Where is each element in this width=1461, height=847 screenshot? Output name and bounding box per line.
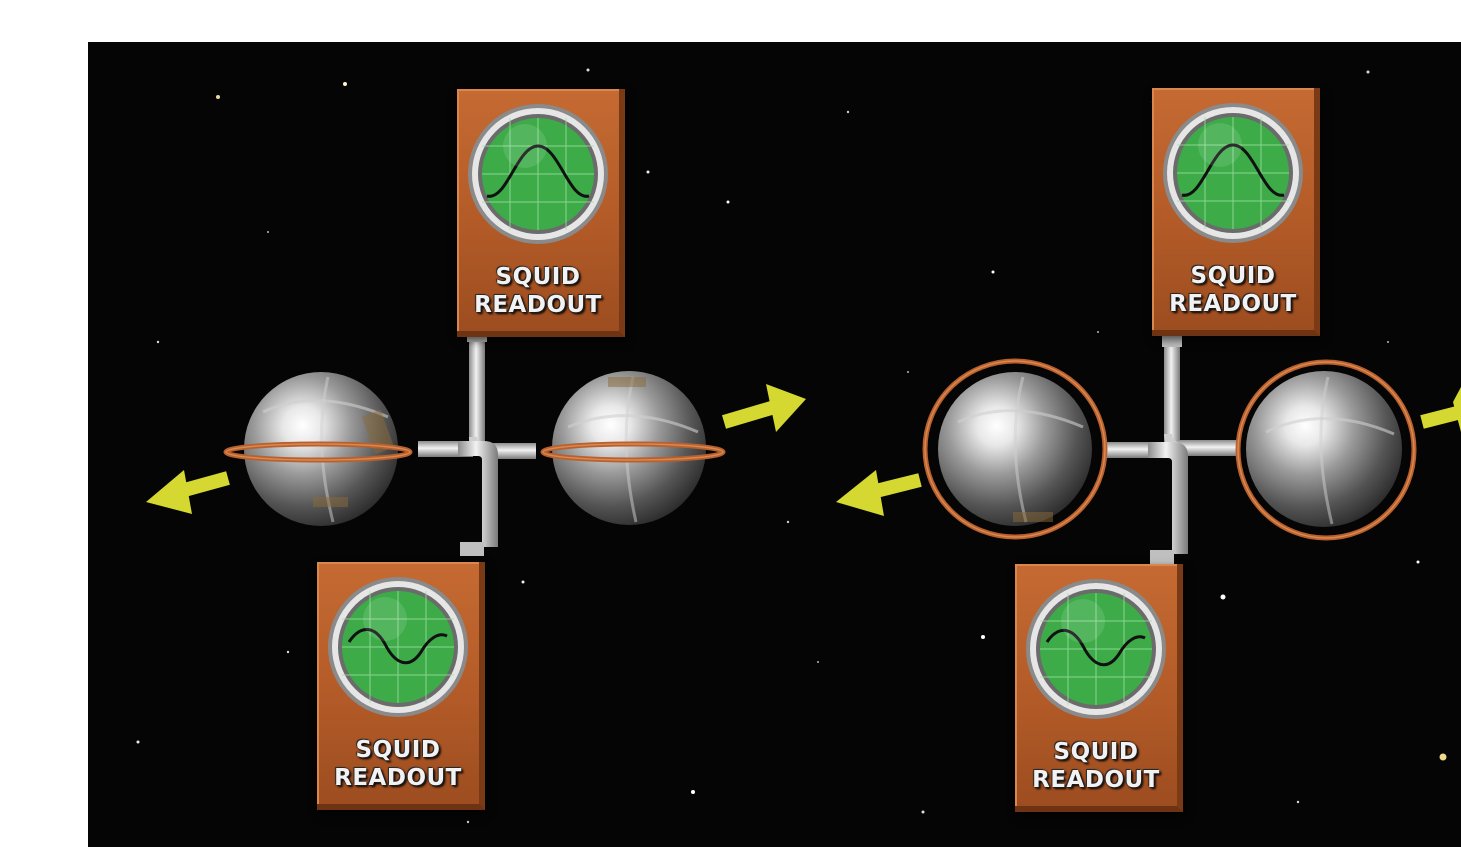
- readout-label: READOUT: [1032, 767, 1160, 793]
- gyroscope-sphere-icon: [1235, 359, 1417, 541]
- direction-arrow-icon: [1420, 387, 1461, 432]
- gyroscope-sphere-icon: [540, 371, 726, 525]
- readout-label: SQUID: [355, 737, 441, 763]
- squid-readout-left-bottom: SQUID READOUT: [317, 562, 485, 810]
- squid-readout-right-bottom: SQUID READOUT: [1015, 564, 1183, 812]
- gyroscope-sphere-icon: [922, 358, 1108, 540]
- direction-arrow-icon: [146, 470, 230, 514]
- pipe-connector-icon: [1103, 335, 1240, 564]
- right-assembly: [836, 335, 1461, 564]
- squid-readout-left-top: SQUID READOUT: [457, 89, 625, 337]
- gyroscope-sphere-icon: [223, 372, 413, 526]
- oscilloscope-screen-icon: [1163, 103, 1303, 243]
- pipe-connector-icon: [418, 330, 536, 556]
- readout-label: SQUID: [1190, 263, 1276, 289]
- readout-label: READOUT: [334, 765, 462, 791]
- direction-arrow-icon: [722, 384, 806, 432]
- readout-label: SQUID: [495, 264, 581, 290]
- direction-arrow-icon: [836, 470, 922, 516]
- oscilloscope-screen-icon: [1026, 579, 1166, 719]
- readout-label: READOUT: [474, 292, 602, 318]
- left-assembly: [146, 330, 806, 556]
- squid-readout-right-top: SQUID READOUT: [1152, 88, 1320, 336]
- scene-graphics: [136, 68, 1461, 847]
- oscilloscope-screen-icon: [328, 577, 468, 717]
- gravity-probe-diagram: SQUID READOUT SQUID READOUT: [88, 42, 1461, 847]
- readout-label: READOUT: [1169, 291, 1297, 317]
- readout-label: SQUID: [1053, 739, 1139, 765]
- oscilloscope-screen-icon: [468, 104, 608, 244]
